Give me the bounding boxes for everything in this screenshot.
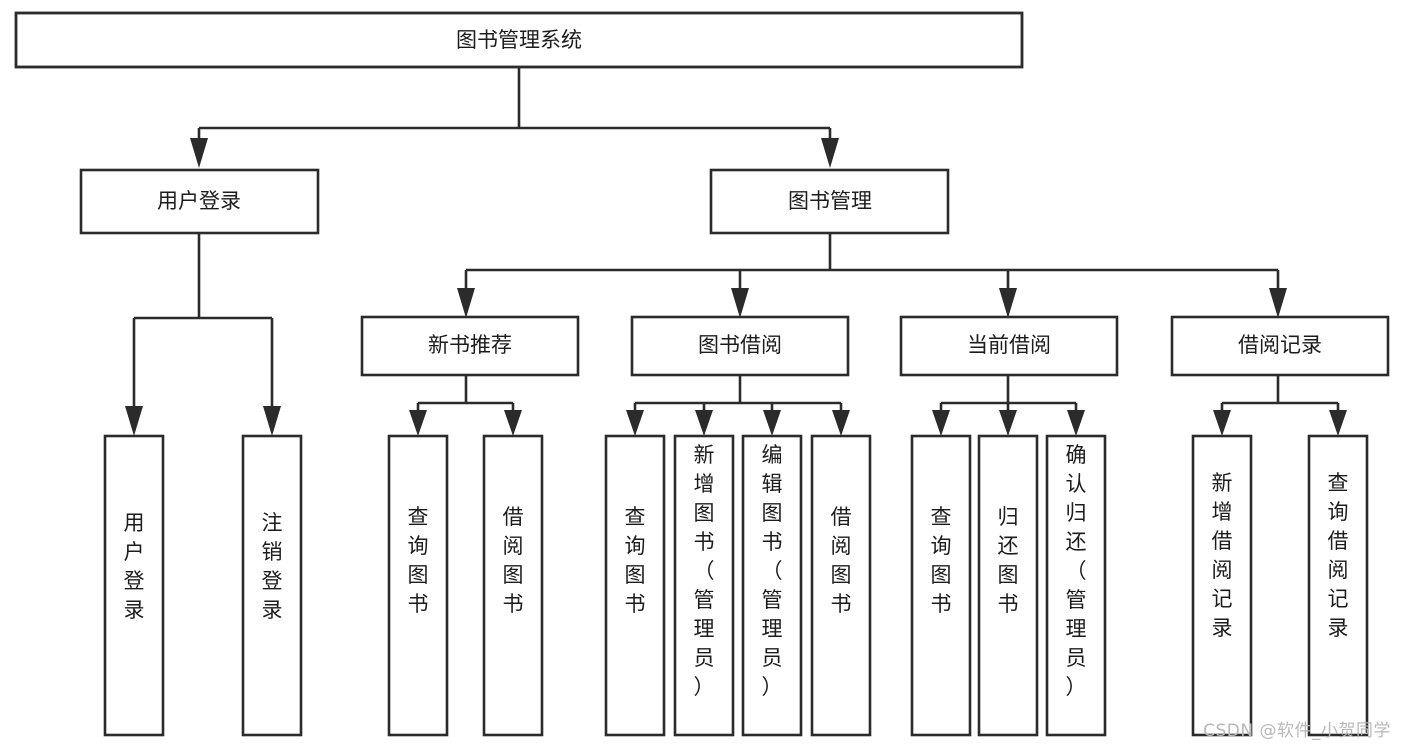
connector-layer [125, 67, 1347, 436]
arrow-leaf-user-login [125, 406, 143, 436]
node-borrow-record[interactable]: 借阅记录 [1170, 315, 1390, 377]
node-leaf-add-record-box[interactable] [1191, 434, 1253, 737]
arrow-leaf-borrow-book-2 [832, 410, 850, 436]
arrow-leaf-query-book-2 [626, 410, 644, 436]
arrow-leaf-query-record [1329, 410, 1347, 436]
node-book-borrow[interactable]: 图书借阅 [630, 315, 850, 377]
arrow-user-login [190, 138, 208, 168]
node-leaf-add-record[interactable]: 新增借阅记录 [1191, 434, 1253, 737]
node-book-manage-label: 图书管理 [788, 189, 872, 213]
arrow-leaf-query-book-1 [409, 410, 427, 436]
node-book-manage-box[interactable] [709, 168, 950, 235]
node-leaf-borrow-book-2-label: 借阅图书 [831, 505, 852, 616]
node-leaf-query-record[interactable]: 查询借阅记录 [1307, 434, 1369, 737]
node-current-borrow-label: 当前借阅 [967, 333, 1051, 357]
node-leaf-borrow-book-1-label: 借阅图书 [503, 505, 524, 616]
arrow-leaf-return-book [999, 410, 1017, 436]
arrow-new-book-recommend [457, 288, 475, 318]
node-leaf-query-book-1[interactable]: 查询图书 [387, 434, 449, 737]
node-leaf-query-book-2[interactable]: 查询图书 [604, 434, 666, 737]
node-current-borrow[interactable]: 当前借阅 [899, 315, 1119, 377]
node-root-label: 图书管理系统 [456, 28, 582, 52]
node-leaf-logout-box[interactable] [241, 434, 303, 737]
node-leaf-query-book-3-label: 查询图书 [931, 505, 952, 616]
node-leaf-edit-book-box[interactable] [741, 434, 803, 737]
node-new-book-recommend-box[interactable] [360, 315, 580, 377]
arrow-book-borrow [731, 288, 749, 318]
node-leaf-query-record-box[interactable] [1307, 434, 1369, 737]
node-leaf-return-book-box[interactable] [977, 434, 1039, 737]
node-new-book-recommend-label: 新书推荐 [428, 333, 512, 357]
node-leaf-query-book-2-label: 查询图书 [625, 505, 646, 616]
node-leaf-query-book-3-box[interactable] [910, 434, 972, 737]
arrow-book-manage [821, 138, 839, 168]
node-leaf-confirm-return[interactable]: 确认归还（管理员） [1045, 434, 1107, 737]
node-leaf-query-book-1-label: 查询图书 [408, 505, 429, 616]
node-current-borrow-box[interactable] [899, 315, 1119, 377]
node-root-box[interactable] [14, 11, 1024, 69]
node-leaf-confirm-return-label: 确认归还（管理员） [1066, 443, 1087, 699]
arrow-leaf-add-record [1213, 410, 1231, 436]
arrow-borrow-record [1269, 288, 1287, 318]
node-leaf-edit-book[interactable]: 编辑图书（管理员） [741, 434, 803, 737]
node-leaf-add-book[interactable]: 新增图书（管理员） [673, 434, 735, 737]
node-book-borrow-box[interactable] [630, 315, 850, 377]
node-leaf-user-login-box[interactable] [103, 434, 165, 737]
node-book-manage[interactable]: 图书管理 [709, 168, 950, 235]
node-user-login-box[interactable] [79, 168, 320, 235]
arrow-leaf-query-book-3 [932, 410, 950, 436]
node-borrow-record-box[interactable] [1170, 315, 1390, 377]
node-leaf-query-record-label: 查询借阅记录 [1328, 471, 1349, 640]
node-borrow-record-label: 借阅记录 [1238, 333, 1322, 357]
node-leaf-confirm-return-box[interactable] [1045, 434, 1107, 737]
node-leaf-borrow-book-1-box[interactable] [482, 434, 544, 737]
node-leaf-user-login[interactable]: 用户登录 [103, 434, 165, 737]
node-leaf-query-book-1-box[interactable] [387, 434, 449, 737]
node-leaf-return-book-label: 归还图书 [998, 505, 1019, 616]
node-leaf-logout[interactable]: 注销登录 [241, 434, 303, 737]
node-root[interactable]: 图书管理系统 [14, 11, 1024, 69]
node-leaf-borrow-book-2-box[interactable] [810, 434, 872, 737]
node-leaf-borrow-book-1[interactable]: 借阅图书 [482, 434, 544, 737]
arrow-leaf-confirm-return [1067, 410, 1085, 436]
node-leaf-add-book-box[interactable] [673, 434, 735, 737]
node-leaf-borrow-book-2[interactable]: 借阅图书 [810, 434, 872, 737]
node-leaf-query-book-2-box[interactable] [604, 434, 666, 737]
arrow-leaf-add-book [695, 410, 713, 436]
arrow-leaf-edit-book [763, 410, 781, 436]
arrow-leaf-borrow-book-1 [504, 410, 522, 436]
node-leaf-return-book[interactable]: 归还图书 [977, 434, 1039, 737]
node-new-book-recommend[interactable]: 新书推荐 [360, 315, 580, 377]
node-leaf-edit-book-label: 编辑图书（管理员） [762, 443, 783, 699]
node-leaf-add-record-label: 新增借阅记录 [1212, 471, 1233, 640]
node-user-login[interactable]: 用户登录 [79, 168, 320, 235]
arrow-leaf-logout [263, 406, 281, 436]
node-leaf-logout-label: 注销登录 [262, 511, 283, 622]
node-user-login-label: 用户登录 [157, 189, 241, 213]
node-leaf-user-login-label: 用户登录 [124, 511, 145, 622]
node-leaf-query-book-3[interactable]: 查询图书 [910, 434, 972, 737]
node-book-borrow-label: 图书借阅 [698, 333, 782, 357]
node-leaf-add-book-label: 新增图书（管理员） [694, 443, 715, 699]
arrow-current-borrow [999, 288, 1017, 318]
